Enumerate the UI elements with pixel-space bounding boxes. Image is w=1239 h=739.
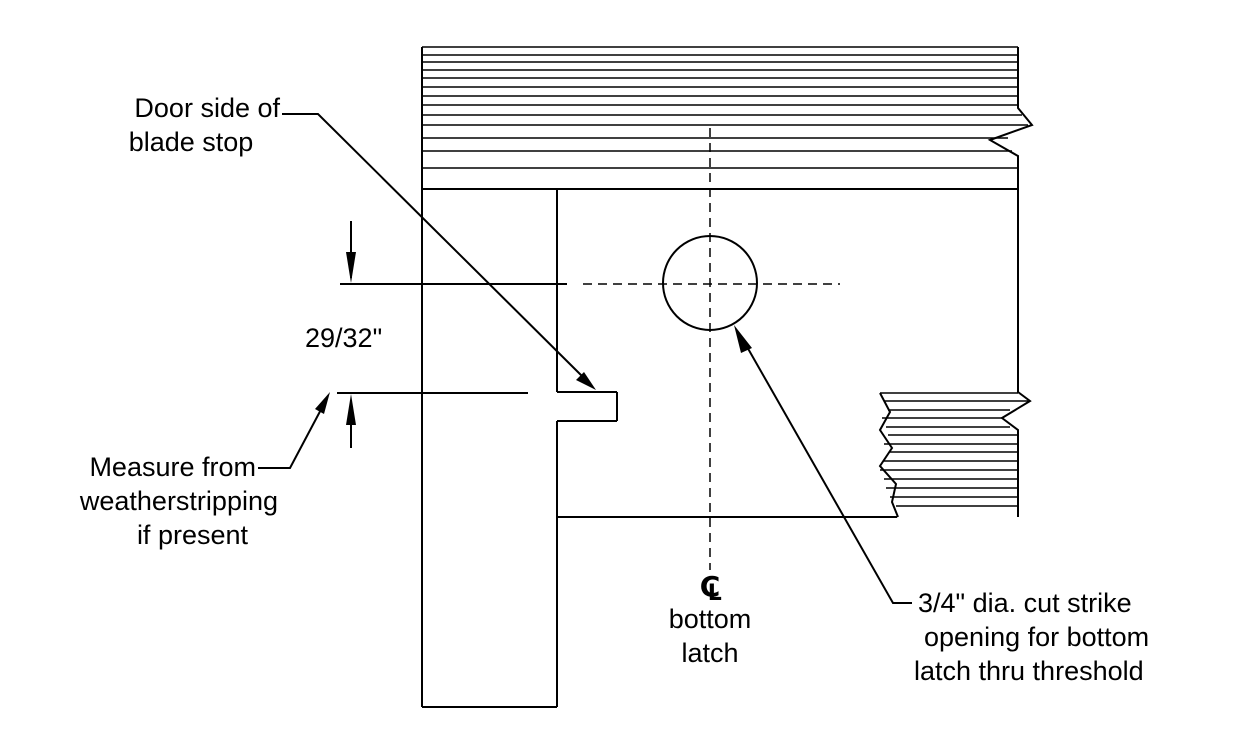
dimension-arrow-up: [346, 394, 356, 425]
door-side-label-line1: Door side of: [134, 93, 280, 123]
dimension-label: 29/32": [305, 323, 383, 353]
strike-opening-circle: [662, 235, 758, 331]
strike-label: 3/4" dia. cut strike opening for bottom …: [914, 586, 1150, 688]
measure-label: Measure from weatherstripping if present: [40, 450, 278, 552]
leader-arrow-strike: [734, 325, 752, 353]
measure-label-line3: if present: [136, 520, 248, 550]
leader-measure: [258, 401, 326, 469]
measure-label-line2: weatherstripping: [79, 486, 278, 516]
centerline-label-line2: latch: [681, 638, 739, 668]
strike-label-line3: latch thru threshold: [914, 656, 1144, 686]
door-side-label: Door side of blade stop: [80, 91, 280, 159]
break-line-bottom-right: [1000, 387, 1032, 517]
strike-label-line2: opening for bottom: [924, 622, 1150, 652]
dimension-arrow-down: [346, 252, 356, 283]
leader-strike: [741, 337, 912, 604]
threshold-hatching-top: [422, 46, 1028, 190]
leader-arrow-door-side: [576, 372, 596, 390]
leader-arrow-measure: [315, 392, 330, 414]
blade-stop-outline: [421, 189, 618, 708]
centerline-label-line1: bottom: [668, 604, 752, 634]
measure-label-line1: Measure from: [89, 452, 256, 482]
break-line-bottom-left: [878, 392, 899, 518]
strike-label-line1: 3/4" dia. cut strike: [918, 588, 1132, 618]
leader-door-side: [282, 113, 587, 381]
door-side-label-line2: blade stop: [128, 127, 254, 157]
break-line-top: [987, 47, 1034, 189]
threshold-hatching-bottom: [880, 392, 1028, 507]
